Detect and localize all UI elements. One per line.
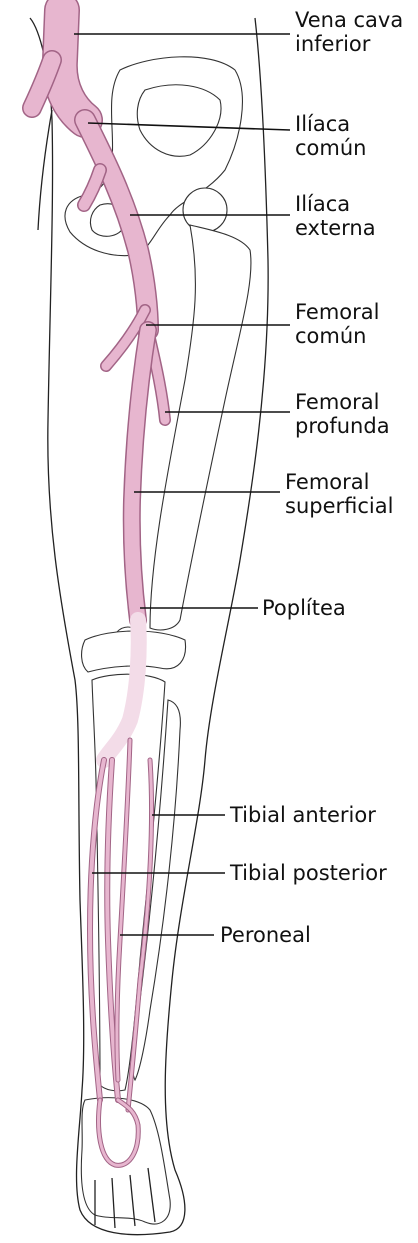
label-femoral-profunda: Femoral profunda: [295, 390, 390, 438]
label-tibial-posterior: Tibial posterior: [230, 861, 387, 885]
label-femoral-superficial: Femoral superficial: [285, 470, 393, 518]
label-poplitea: Poplítea: [262, 596, 346, 620]
label-vena-cava: Vena cava inferior: [295, 8, 403, 56]
label-iliaca-externa: Ilíaca externa: [295, 192, 376, 240]
label-peroneal: Peroneal: [220, 923, 311, 947]
label-femoral-comun: Femoral común: [295, 300, 380, 348]
femur: [150, 225, 251, 630]
label-tibial-anterior: Tibial anterior: [230, 803, 376, 827]
label-iliaca-comun: Ilíaca común: [295, 112, 366, 160]
